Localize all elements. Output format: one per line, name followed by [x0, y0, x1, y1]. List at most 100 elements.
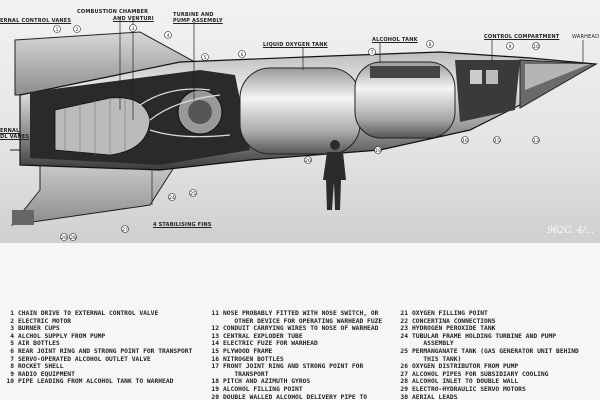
legend-text: REAR JOINT RING AND STRONG POINT FOR TRA…: [18, 347, 193, 355]
label-and-venturi: AND VENTURI: [113, 16, 154, 22]
legend-text: PLYWOOD FRAME: [223, 347, 273, 355]
legend-number: 15: [211, 347, 219, 355]
legend-item: 11 NOSE PROBABLY FITTED WITH NOSE SWITCH,…: [209, 310, 382, 325]
rocket-cutaway-drawing: 1 2 3 4 5 6 7 8 9 10 29 28 27 24 25 20 1…: [10, 17, 598, 241]
legend-text: PIPE LEADING FROM ALCOHOL TANK TO WARHEA…: [18, 378, 174, 386]
legend-number: 27: [400, 370, 408, 378]
legend-text: CONCERTINA CONNECTIONS: [412, 317, 496, 325]
legend-text: HYDROGEN PEROXIDE TANK: [412, 325, 496, 333]
legend-text: CHAIN DRIVE TO EXTERNAL CONTROL VALVE: [18, 310, 159, 317]
label-stabilising-fins: 4 STABILISING FINS: [153, 222, 212, 228]
legend-item: 22 CONCERTINA CONNECTIONS: [398, 318, 579, 326]
legend-number: 9: [10, 370, 14, 378]
legend-text: DOUBLE WALLED ALCOHOL DELIVERY PIPE TO P…: [223, 393, 368, 400]
legend-number: 6: [10, 347, 14, 355]
legend-text: SERVO-OPERATED ALCOHOL OUTLET VALVE: [18, 355, 151, 363]
legend-number: 14: [211, 340, 219, 348]
callout-2: 2: [76, 27, 79, 33]
legend-number: 11: [211, 310, 219, 317]
legend-number: 17: [211, 363, 219, 371]
label-turbine: TURBINE AND: [173, 12, 214, 18]
legend-text: BURNER CUPS: [18, 325, 60, 333]
callout-3: 3: [132, 26, 135, 32]
legend-item: 29 ELECTRO-HYDRAULIC SERVO MOTORS: [398, 386, 579, 394]
legend-number: 29: [400, 385, 408, 393]
legend-text: AERIAL LEADS: [412, 393, 458, 400]
legend-text: ROCKET SHELL: [18, 363, 64, 371]
callout-24: 24: [169, 195, 175, 201]
legend-text: FRONT JOINT RING AND STRONG POINT FOR TR…: [223, 363, 364, 378]
legend-number: 24: [400, 332, 408, 340]
callout-5: 5: [204, 55, 207, 61]
legend-item: 14 ELECTRIC FUZE FOR WARHEAD: [209, 340, 382, 348]
archive-reference: 962C. 4/...: [547, 226, 594, 236]
legend-item: 10 PIPE LEADING FROM ALCOHOL TANK TO WARH…: [4, 378, 192, 386]
legend-text: ELECTRIC FUZE FOR WARHEAD: [223, 340, 318, 348]
legend-text: AIR BOTTLES: [18, 340, 60, 348]
legend-number: 20: [211, 393, 219, 400]
control-compartment: [455, 60, 520, 122]
label-warhead: WARHEAD: [572, 34, 600, 40]
lox-tank: [239, 67, 361, 155]
legend-item: 6 REAR JOINT RING AND STRONG POINT FOR TR…: [4, 348, 192, 356]
callout-29: 29: [61, 235, 67, 241]
legend-item: 4 ALCHOL SUPPLY FROM PUMP: [4, 333, 192, 341]
legend-item: 17 FRONT JOINT RING AND STRONG POINT FOR …: [209, 363, 382, 378]
legend-text: ALCHOL SUPPLY FROM PUMP: [18, 332, 106, 340]
legend-text: NOSE PROBABLY FITTED WITH NOSE SWITCH, O…: [223, 310, 383, 325]
legend-number: 23: [400, 325, 408, 333]
legend-number: 10: [6, 378, 14, 386]
legend-item: 20 DOUBLE WALLED ALCOHOL DELIVERY PIPE TO…: [209, 394, 382, 400]
label-control-vanes: ERNAL CONTROL VANES: [0, 18, 72, 24]
callout-1: 1: [56, 27, 59, 33]
callout-8: 8: [429, 42, 432, 48]
legend-number: 25: [400, 347, 408, 355]
callout-4: 4: [167, 33, 170, 39]
callout-25: 25: [190, 191, 196, 197]
legend-text: ALCOHOL FILLING POINT: [223, 385, 303, 393]
legend-number: 26: [400, 363, 408, 371]
legend-item: 24 TUBULAR FRAME HOLDING TURBINE AND PUMP…: [398, 333, 579, 348]
legend-text: PERMANGANATE TANK (GAS GENERATOR UNIT BE…: [412, 347, 579, 363]
label-control-vanes-lower: ERNAL DL VANES: [0, 128, 30, 140]
legend-text: ELECTRO-HYDRAULIC SERVO MOTORS: [412, 385, 526, 393]
legend-number: 18: [211, 378, 219, 386]
legend-item: 7 SERVO-OPERATED ALCOHOL OUTLET VALVE: [4, 356, 192, 364]
legend-number: 16: [211, 355, 219, 363]
callout-7: 7: [371, 50, 374, 56]
label-alcohol-tank: ALCOHOL TANK: [372, 37, 418, 43]
combustion-chamber: [54, 97, 151, 156]
legend-number: 7: [10, 355, 14, 363]
legend-text: NITROGEN BOTTLES: [223, 355, 284, 363]
legend-item: 18 PITCH AND AZIMUTH GYROS: [209, 378, 382, 386]
label-pump-assembly: PUMP ASSEMBLY: [173, 18, 223, 24]
callout-13: 13: [533, 138, 539, 144]
legend-number: 12: [211, 325, 219, 333]
callout-19: 19: [375, 148, 381, 154]
legend-text: ALCOHOL INLET TO DOUBLE WALL: [412, 378, 519, 386]
legend-number: 13: [211, 332, 219, 340]
legend-item: 25 PERMANGANATE TANK (GAS GENERATOR UNIT …: [398, 347, 579, 363]
legend-number: 4: [10, 332, 14, 340]
callout-20: 20: [305, 158, 311, 164]
callout-6: 6: [241, 52, 244, 58]
label-combustion-chamber: COMBUSTION CHAMBER: [77, 9, 149, 15]
legend-number: 22: [400, 317, 408, 325]
legend-number: 21: [400, 310, 408, 317]
legend-text: PITCH AND AZIMUTH GYROS: [223, 378, 311, 386]
legend-text: TUBULAR FRAME HOLDING TURBINE AND PUMP A…: [412, 332, 557, 348]
legend-item: 23 HYDROGEN PEROXIDE TANK: [398, 325, 579, 333]
